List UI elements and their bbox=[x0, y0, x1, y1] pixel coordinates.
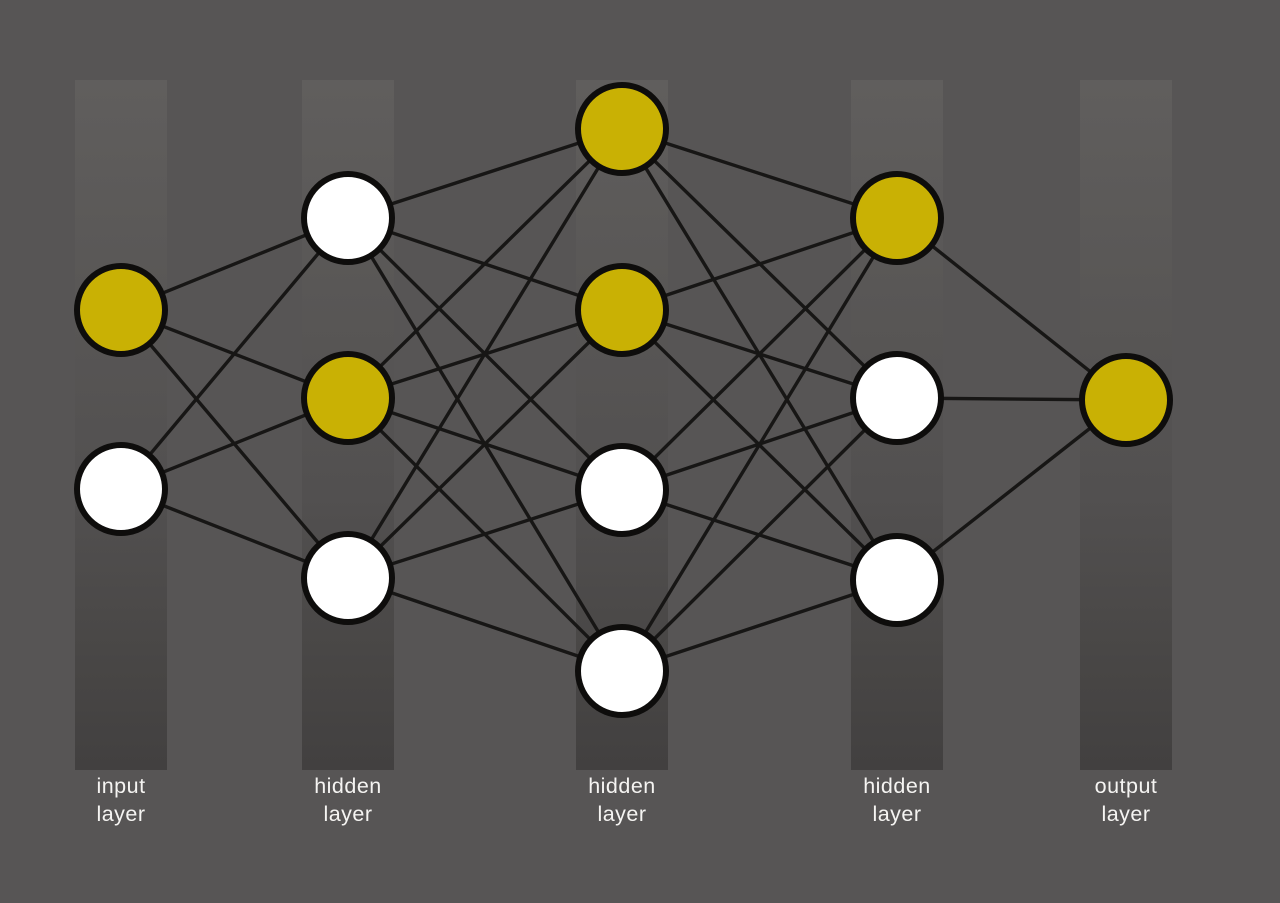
layer-label-line2: layer bbox=[597, 802, 646, 826]
edge-line bbox=[119, 216, 350, 491]
node-hidden-layer-1-2 bbox=[301, 531, 395, 625]
layer-label-line1: output bbox=[1095, 774, 1158, 798]
edge-line bbox=[620, 216, 899, 492]
layer-label-line1: input bbox=[96, 774, 145, 798]
layer-label-line1: hidden bbox=[863, 774, 931, 798]
edge-line bbox=[346, 308, 624, 580]
node-hidden-layer-2-3 bbox=[575, 624, 669, 718]
layer-label-hidden-layer-1: hidden layer bbox=[314, 774, 382, 826]
layer-label-line1: hidden bbox=[314, 774, 382, 798]
edge-line bbox=[621, 127, 898, 220]
node-hidden-layer-2-2 bbox=[575, 443, 669, 537]
layer-label-input-layer: input layer bbox=[96, 774, 145, 826]
node-hidden-layer-1-0 bbox=[301, 171, 395, 265]
edge-line bbox=[621, 216, 898, 312]
edge-line bbox=[620, 396, 899, 673]
node-output-layer-0 bbox=[1079, 353, 1173, 447]
layer-label-line2: layer bbox=[872, 802, 921, 826]
node-hidden-layer-3-1 bbox=[850, 351, 944, 445]
node-input-layer-1 bbox=[74, 442, 168, 536]
node-input-layer-0 bbox=[74, 263, 168, 357]
layer-label-line2: layer bbox=[323, 802, 372, 826]
layer-label-output-layer: output layer bbox=[1095, 774, 1158, 826]
edge-line bbox=[346, 128, 624, 579]
edge-line bbox=[895, 216, 1128, 402]
node-hidden-layer-1-1 bbox=[301, 351, 395, 445]
node-hidden-layer-2-1 bbox=[575, 263, 669, 357]
layer-band-input-layer bbox=[75, 80, 167, 770]
layer-label-hidden-layer-3: hidden layer bbox=[863, 774, 931, 826]
edge-line bbox=[347, 488, 623, 580]
edge-line bbox=[347, 576, 623, 673]
node-hidden-layer-3-0 bbox=[850, 171, 944, 265]
node-hidden-layer-3-2 bbox=[850, 533, 944, 627]
layer-label-line1: hidden bbox=[588, 774, 656, 798]
edge-line bbox=[621, 578, 898, 673]
edge-line bbox=[895, 398, 1128, 582]
layer-label-line2: layer bbox=[96, 802, 145, 826]
node-hidden-layer-2-0 bbox=[575, 82, 669, 176]
layer-label-hidden-layer-2: hidden layer bbox=[588, 774, 656, 826]
layer-label-line2: layer bbox=[1101, 802, 1150, 826]
edge-line bbox=[346, 127, 624, 400]
edge-line bbox=[347, 127, 623, 220]
edge-line bbox=[620, 217, 899, 672]
